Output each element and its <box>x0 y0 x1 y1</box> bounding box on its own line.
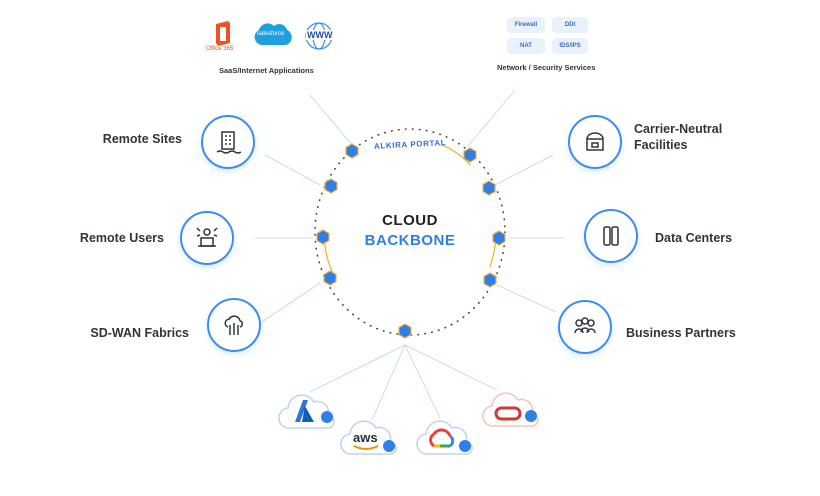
gateway-hex-icon <box>316 229 330 245</box>
aws-cloud: aws <box>340 414 402 465</box>
salesforce-logo: salesforce <box>251 21 295 49</box>
carrier-neutral-line1: Carrier-Neutral <box>634 122 723 136</box>
oracle-cloud <box>482 386 544 437</box>
sdwan-fabrics-node[interactable] <box>207 298 261 352</box>
gateway-hex-icon <box>463 147 477 163</box>
remote-sites-label: Remote Sites <box>102 132 182 146</box>
carrier-neutral-line2: Facilities <box>634 138 688 152</box>
business-partners-node[interactable] <box>558 300 612 354</box>
user-laptop-icon <box>196 227 218 247</box>
service-idsips: IDS/IPS <box>552 38 588 54</box>
remote-sites-node[interactable] <box>201 115 255 169</box>
gateway-hex-icon <box>482 180 496 196</box>
sdwan-fabrics-label: SD-WAN Fabrics <box>90 326 189 340</box>
gateway-hex-icon <box>492 230 506 246</box>
gateway-hex-icon <box>345 143 359 159</box>
office365-icon <box>216 21 230 46</box>
storefront-icon <box>586 132 604 151</box>
gateway-hex-icon <box>483 272 497 288</box>
service-ddi: DDI <box>552 17 588 33</box>
azure-cloud <box>278 388 340 439</box>
carrier-neutral-label: Carrier-Neutral Facilities <box>634 121 744 153</box>
aws-cloud-icon <box>340 420 397 455</box>
google-cloud <box>416 414 478 465</box>
backbone-ring <box>314 128 506 336</box>
www-logo: WWW <box>303 20 335 52</box>
business-partners-label: Business Partners <box>626 326 736 340</box>
office365-text: Office 365 <box>206 46 234 52</box>
salesforce-text: salesforce <box>257 31 285 37</box>
service-nat: NAT <box>507 38 545 54</box>
server-rack-icon <box>603 226 619 246</box>
oracle-cloud-icon <box>482 392 539 427</box>
www-text: WWW <box>306 30 334 40</box>
remote-users-node[interactable] <box>180 211 234 265</box>
people-group-icon <box>574 317 596 334</box>
gateway-hex-icon <box>324 178 338 194</box>
data-centers-label: Data Centers <box>655 231 733 245</box>
azure-cloud-icon <box>278 394 335 429</box>
salesforce-cloud-icon <box>254 23 292 45</box>
office365-logo: Office 365 <box>206 19 240 53</box>
saas-caption: SaaS/Internet Applications <box>219 66 314 75</box>
center-title: CLOUD BACKBONE <box>340 211 480 251</box>
service-firewall: Firewall <box>507 17 545 33</box>
remote-users-label: Remote Users <box>79 231 164 245</box>
carrier-neutral-node[interactable] <box>568 115 622 169</box>
aws-text: aws <box>353 430 378 445</box>
gateway-hex-icon <box>398 323 412 339</box>
services-caption: Network / Security Services <box>497 63 596 72</box>
gateway-hex-icon <box>323 270 337 286</box>
google-cloud-icon <box>416 420 473 455</box>
building-icon <box>216 131 242 154</box>
cloud-network-icon <box>224 315 244 335</box>
data-centers-node[interactable] <box>584 209 638 263</box>
center-line1: CLOUD <box>382 212 438 229</box>
center-line2: BACKBONE <box>364 232 456 249</box>
